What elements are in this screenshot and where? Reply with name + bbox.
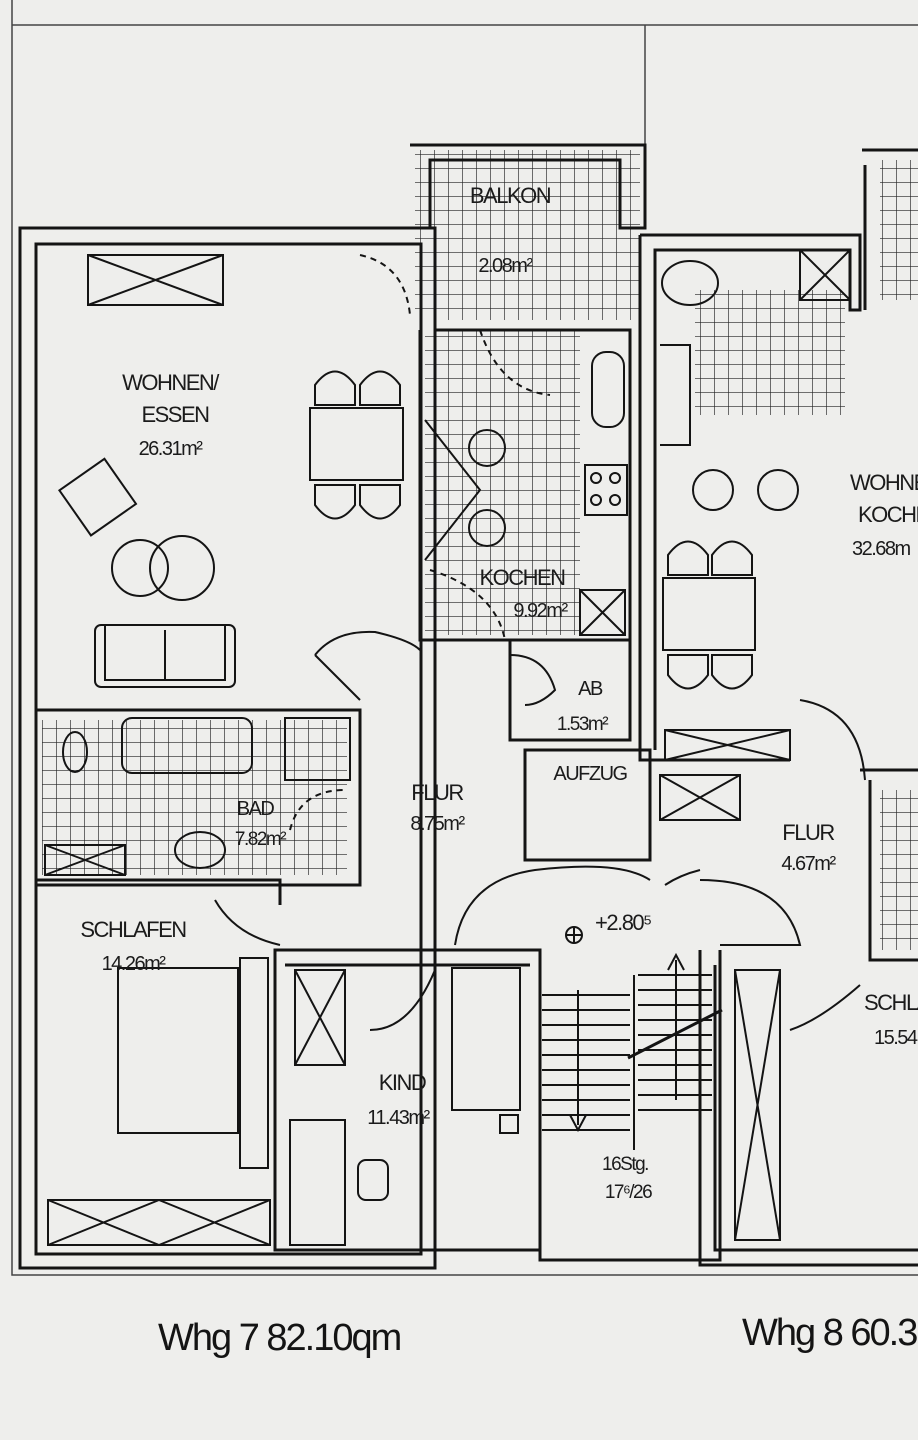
- stairs-count: 16Stg.: [602, 1154, 648, 1175]
- flur8-area: 4.67m²: [781, 853, 836, 875]
- schlafen8-name: SCHLA: [864, 990, 918, 1015]
- flur7-name: FLUR: [411, 780, 463, 805]
- kochen-name: KOCHEN: [479, 565, 565, 590]
- bad-area: 7.82m²: [235, 829, 286, 850]
- stairs-ratio: 17⁶/26: [605, 1182, 652, 1203]
- level-marker-symbol: [565, 926, 583, 944]
- flur8-name: FLUR: [782, 820, 834, 845]
- wohnen-area: 26.31m²: [139, 438, 204, 460]
- schlafen7-name: SCHLAFEN: [80, 917, 186, 942]
- whg8-caption: Whg 8 60.3: [742, 1312, 917, 1354]
- stairs: [542, 952, 723, 1150]
- bad-name: BAD: [237, 798, 275, 820]
- kind-area: 11.43m²: [367, 1107, 430, 1129]
- kochen-area: 9.92m²: [513, 600, 568, 622]
- room-labels: BALKON 2.08m² WOHNEN/ ESSEN 26.31m² KOCH…: [80, 183, 918, 1203]
- wohnen8-name-line2: KOCHE: [858, 502, 918, 527]
- ab-area: 1.53m²: [557, 714, 608, 735]
- balkon-area: 2.08m²: [478, 255, 533, 277]
- whg7-caption: Whg 7 82.10qm: [158, 1317, 401, 1359]
- kind-name: KIND: [379, 1070, 426, 1095]
- schlafen8-area: 15.54: [874, 1027, 918, 1049]
- furniture: [58, 260, 799, 1246]
- ab-name: AB: [578, 678, 603, 700]
- windows: [44, 249, 851, 1246]
- walls: [18, 143, 918, 1270]
- balkon-name: BALKON: [470, 183, 551, 208]
- flur7-area: 8.75m²: [410, 813, 465, 835]
- level-marker: +2.80⁵: [595, 910, 651, 935]
- schlafen7-area: 14.26m²: [102, 953, 167, 975]
- wohnen-name-line1: WOHNEN/: [122, 370, 220, 395]
- tiled-areas: [42, 150, 918, 950]
- doors: [214, 254, 866, 1031]
- wohnen8-name-line1: WOHNE: [850, 470, 918, 495]
- wohnen-name-line2: ESSEN: [141, 402, 209, 427]
- wohnen8-area: 32.68m: [852, 538, 911, 560]
- aufzug-name: AUFZUG: [553, 763, 627, 785]
